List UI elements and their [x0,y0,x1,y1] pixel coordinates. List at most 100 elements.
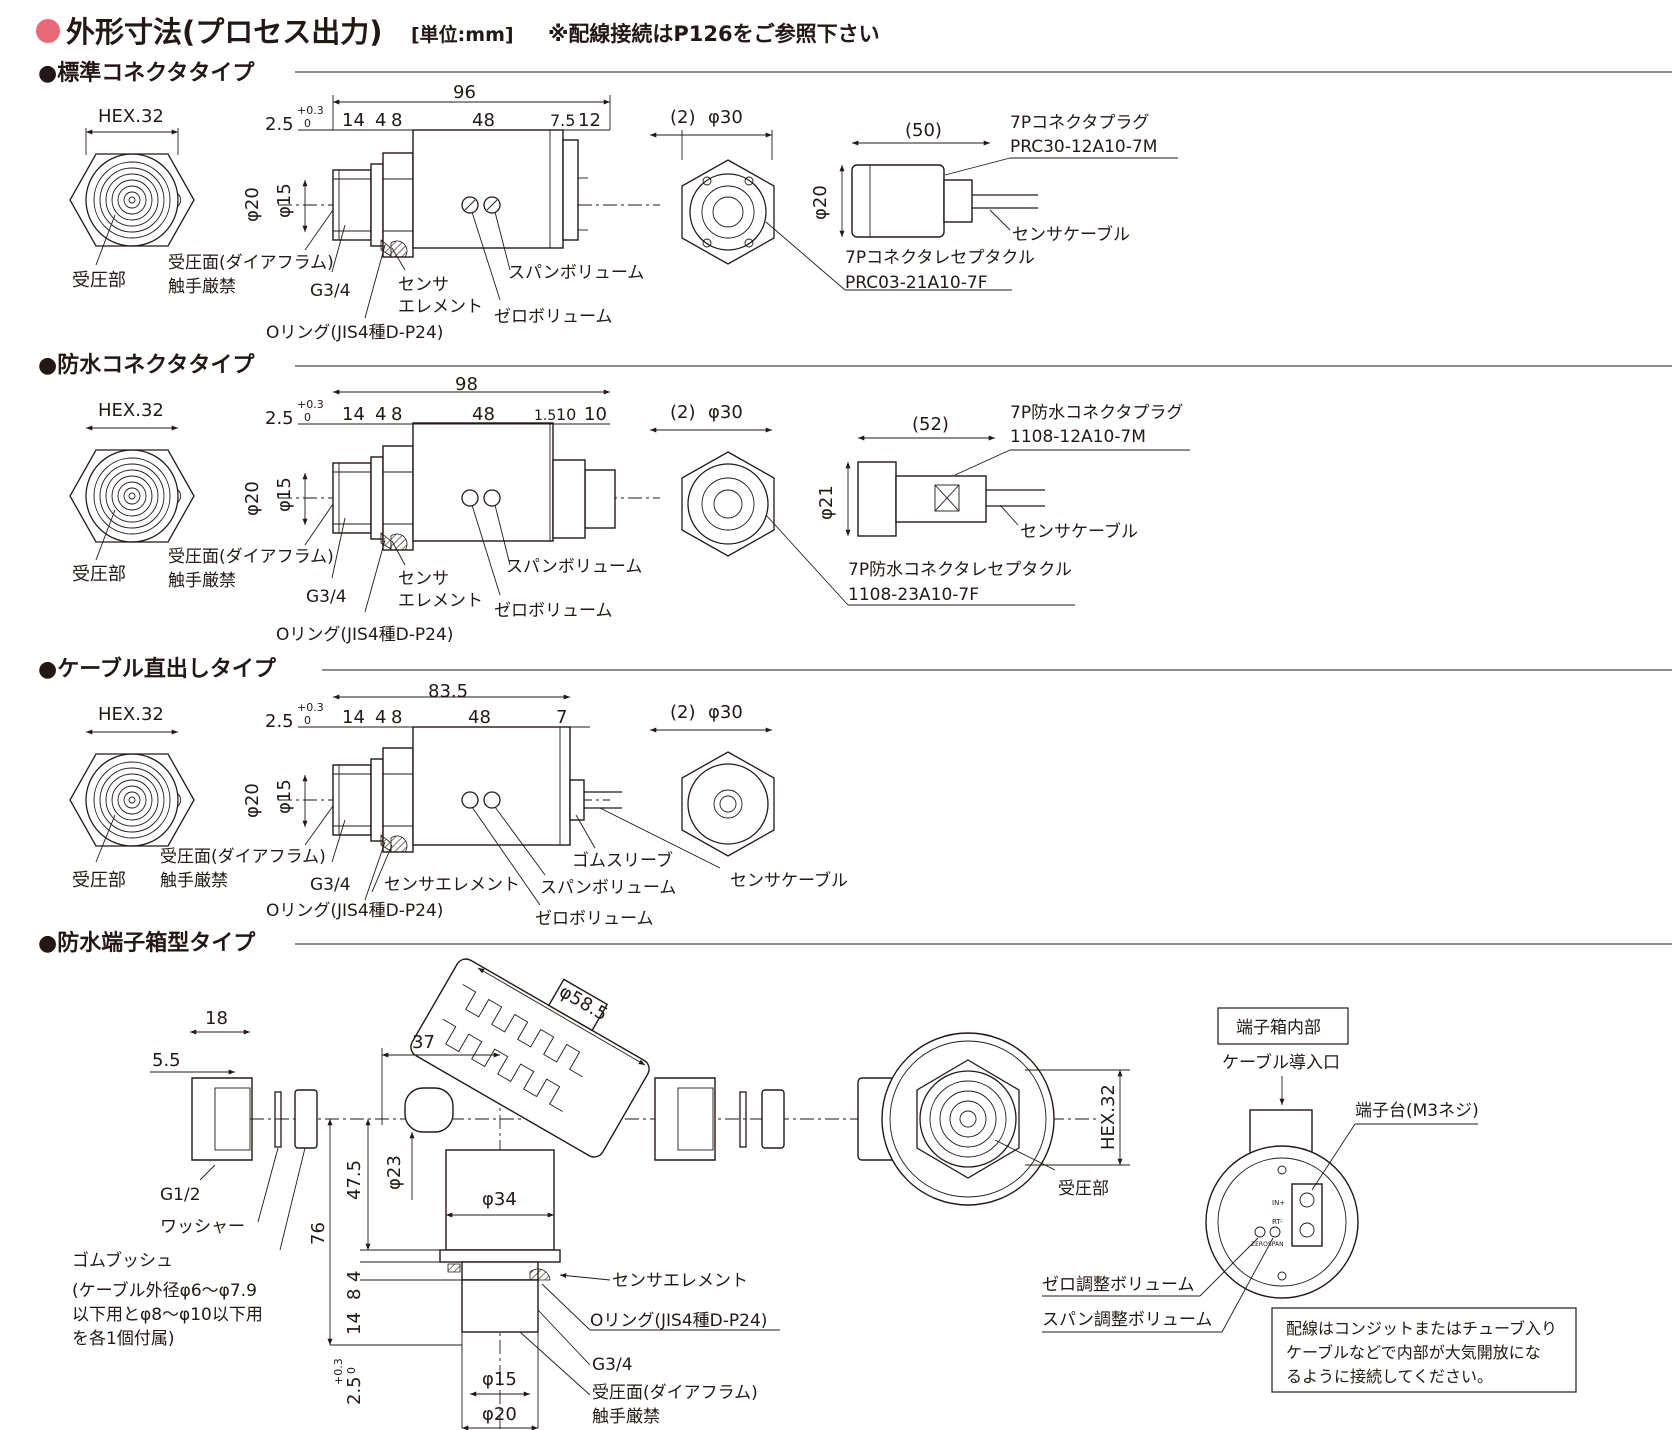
wiring-note-line-2: ケーブルなどで内部が大気開放にな [1286,1343,1541,1362]
sensor-label-1: センサ [398,569,449,589]
overall-length: 98 [455,374,478,395]
dim-tolerance: +0.3 [332,1358,345,1385]
dim-phi15: φ15 [274,183,295,218]
dim-phi20: φ20 [242,481,263,516]
end-gap-label: (2) [670,107,696,128]
dim-14: 14 [342,110,365,131]
dim-phi20: φ20 [242,783,263,818]
hex-label: HEX.32 [1098,1084,1119,1150]
dim-4: 4 [375,707,386,728]
cable-label: センサケーブル [1012,224,1130,245]
sensing-part-label: 受圧部 [72,270,126,291]
section-title: ●防水端子箱型タイプ [38,930,256,956]
end-gap-label: (2) [670,402,696,423]
dim-48: 48 [468,707,491,728]
end-phi30-label: φ30 [708,702,743,723]
dim-4: 4 [375,404,386,425]
plug-model: 1108-12A10-7M [1010,427,1146,447]
dim-8: 8 [391,110,402,131]
dim-5-5: 5.5 [152,1050,181,1071]
box-title-frame [1217,1007,1349,1045]
zero-volume-label: ゼロボリューム [494,601,613,621]
diaphragm-label: 受圧面(ダイアフラム) [168,253,334,273]
end-phi30-label: φ30 [708,107,743,128]
receptacle-name: 7Pコネクタレセプタクル [845,248,1035,268]
dim-48: 48 [472,110,495,131]
plug-name: 7P防水コネクタプラグ [1010,403,1183,423]
dim-7: 7 [556,707,567,728]
receptacle-model: PRC03-21A10-7F [845,273,987,293]
section-title: ●防水コネクタタイプ [38,353,255,378]
dim-tolerance: +0.3 [297,104,324,117]
sensor-label-1: センサ [398,275,449,295]
wiring-note-line-3: るように接続してください。 [1286,1367,1493,1386]
dim-tolerance-zero: 0 [304,411,311,424]
dim-phi23: φ23 [384,1155,405,1190]
thread-g34-label: G3/4 [306,587,347,607]
dim-4: 4 [344,1271,365,1282]
dim-thread-gap: 2.5 [265,711,294,732]
washer-label: ワッシャー [160,1217,245,1237]
section-title: ●標準コネクタタイプ [38,60,255,86]
thread-g12-label: G1/2 [160,1185,201,1205]
wiring-note-line-1: 配線はコンジットまたはチューブ入り [1286,1319,1557,1338]
dim-1-5: 1.5 [534,408,556,424]
sensor-label-2: エレメント [398,297,483,317]
dim-thread-gap: 2.5 [265,408,294,429]
plug-length-label: (50) [905,120,942,141]
dim-tolerance-zero: 0 [304,714,311,727]
dim-phi20: φ20 [242,187,263,222]
cable-entry-label: ケーブル導入口 [1222,1052,1340,1073]
dim-37: 37 [412,1032,435,1053]
dim-2-5: 2.5 [344,1376,365,1405]
dim-10a: 10 [556,405,576,424]
zero-pot-label: ZERO [1251,1241,1268,1248]
cable-label: センサケーブル [1020,521,1138,542]
dim-7-5: 7.5 [550,111,575,130]
oring-label: Oリング(JIS4種D-P24) [266,323,443,343]
dim-12: 12 [578,110,601,131]
section-title: ●ケーブル直出しタイプ [38,656,277,682]
dim-phi15: φ15 [274,477,295,512]
oring-label: Oリング(JIS4種D-P24) [590,1311,767,1331]
dim-47-5: 47.5 [344,1160,365,1200]
sensing-part-label: 受圧部 [72,564,126,585]
sensing-part-label: 受圧部 [1058,1179,1109,1199]
hex-label: HEX.32 [98,704,164,725]
bush-note-1: (ケーブル外径φ6〜φ7.9 [72,1280,257,1301]
dim-tolerance-zero: 0 [345,1367,358,1374]
bush-note-2: 以下用とφ8〜φ10以下用 [72,1305,263,1325]
page-title: 外形寸法(プロセス出力) [66,15,383,49]
diaphragm-label: 受圧面(ダイアフラム) [160,847,326,867]
dim-76: 76 [308,1222,329,1245]
section-waterproof-connector: ●防水コネクタタイプ HEX.32 受圧部 98 2.5 +0.3 0 14 4… [38,353,1672,645]
thread-g34-label: G3/4 [310,875,351,895]
section-direct-cable: ●ケーブル直出しタイプ HEX.32 受圧部 83.5 2.5 +0.3 0 1… [38,656,1672,929]
overall-length: 83.5 [428,681,468,702]
span-volume-label: スパンボリューム [506,557,642,577]
sensor-label-2: エレメント [398,591,483,611]
rubber-sleeve-label: ゴムスリーブ [572,850,673,871]
do-not-touch-label: 触手厳禁 [168,277,236,297]
plug-model: PRC30-12A10-7M [1010,137,1157,157]
header-bullet [36,19,60,43]
diaphragm-label: 受圧面(ダイアフラム) [168,547,334,567]
plug-name: 7Pコネクタプラグ [1010,113,1149,133]
receptacle-model: 1108-23A10-7F [848,585,979,605]
span-adjust-label: スパン調整ボリューム [1042,1310,1212,1330]
dim-8: 8 [344,1289,365,1300]
dim-18: 18 [205,1008,228,1029]
cable-label: センサケーブル [730,870,848,891]
bush-note-3: を各1個付属) [72,1329,174,1349]
zero-adjust-label: ゼロ調整ボリューム [1042,1275,1195,1295]
section-waterproof-terminal-box: ●防水端子箱型タイプ 18 5.5 G1/2 ワッシャー ゴムブッシュ (ケーブ… [38,930,1672,1430]
dim-8: 8 [391,404,402,425]
box-title: 端子箱内部 [1236,1018,1321,1038]
unit-label: [単位:mm] [411,23,514,46]
dim-14: 14 [344,1312,365,1335]
plug-phi21: φ21 [816,485,837,520]
do-not-touch-label: 触手厳禁 [160,871,228,891]
dim-14: 14 [342,404,365,425]
dim-14: 14 [342,707,365,728]
wiring-note-box [1271,1307,1577,1393]
